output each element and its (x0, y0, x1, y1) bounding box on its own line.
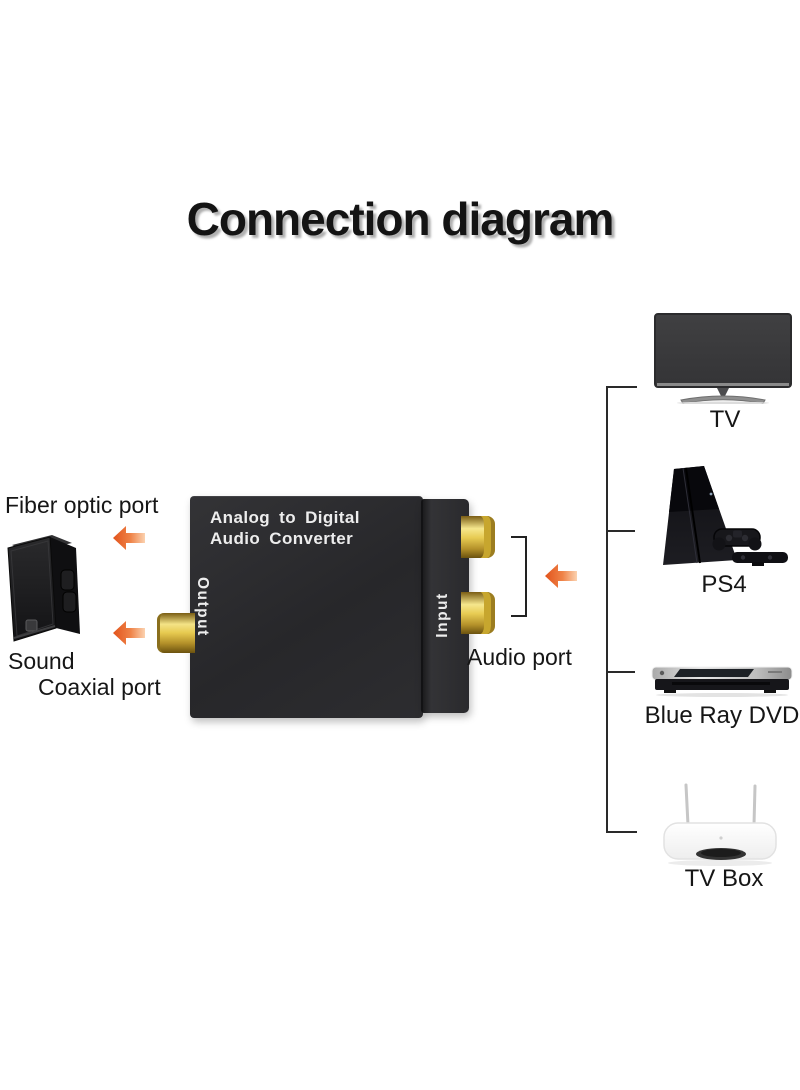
rca-jack-top-icon (461, 516, 495, 558)
arrow-left-icon (545, 564, 577, 588)
rca-jack-bottom-icon (461, 592, 495, 634)
converter-title-line2: Audio Converter (210, 529, 354, 548)
tv-label: TV (709, 406, 741, 433)
converter-title-line1: Analog to Digital (210, 508, 360, 527)
speaker-icon (7, 535, 80, 642)
converter-title: Analog to Digital Audio Converter (210, 507, 360, 549)
converter-input-label: Input (434, 592, 451, 638)
coaxial-connector-icon (157, 613, 195, 653)
converter-output-label: Output (194, 577, 211, 637)
rca-group-bracket (511, 536, 527, 617)
ps4-icon (663, 466, 788, 566)
sound-label: Sound (8, 648, 75, 674)
page-title: Connection diagram (186, 193, 615, 245)
fiber-optic-port-label: Fiber optic port (5, 492, 159, 518)
devices-bracket (606, 386, 637, 833)
arrow-left-icon (113, 526, 145, 550)
coaxial-port-label: Coaxial port (38, 674, 161, 700)
tvbox-icon (663, 783, 777, 866)
bluray-dvd-label: Blue Ray DVD (644, 702, 800, 729)
audio-port-label: Audio port (467, 644, 572, 670)
ps4-label: PS4 (701, 571, 747, 598)
bluray-dvd-icon (651, 666, 793, 697)
converter-box (190, 496, 423, 718)
tv-icon (654, 313, 792, 404)
devices-bracket-tick-ps4 (606, 530, 635, 532)
devices-bracket-tick-dvd (606, 671, 635, 673)
tvbox-label: TV Box (684, 865, 764, 892)
arrow-left-icon (113, 621, 145, 645)
